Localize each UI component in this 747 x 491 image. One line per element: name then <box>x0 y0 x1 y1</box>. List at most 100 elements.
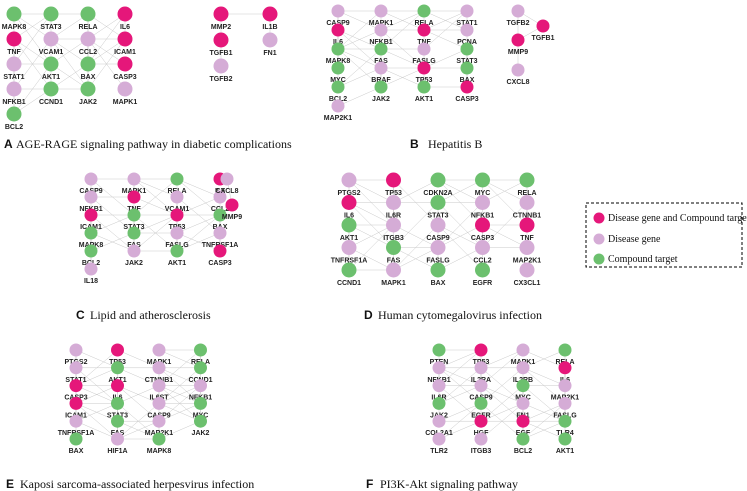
node-label: IL6 <box>333 39 343 46</box>
node-label: NFKB1 <box>369 39 392 46</box>
node-label: RELA <box>517 190 536 197</box>
legend-label-compound: Compound target <box>608 254 678 265</box>
panel-e-letter: E <box>6 477 14 491</box>
edge <box>380 67 425 88</box>
node-map2k1 <box>331 99 345 113</box>
edge <box>348 179 394 203</box>
node-label: STAT1 <box>456 20 477 27</box>
edge <box>75 420 118 440</box>
node-tnfrsf1a <box>69 414 83 428</box>
panel-a-title: AGE-RAGE signaling pathway in diabetic c… <box>16 137 292 151</box>
edge <box>480 385 524 422</box>
panel-d-caption: D Human cytomegalovirus infection <box>364 308 542 322</box>
panel-b-letter: B <box>410 137 419 151</box>
edge <box>437 247 483 271</box>
node-label: BAX <box>81 74 96 81</box>
node-map2k1 <box>519 240 535 255</box>
edge <box>438 385 482 422</box>
node-stat1 <box>460 4 474 18</box>
node-label: CASP3 <box>471 235 494 242</box>
edge <box>75 385 118 404</box>
node-fn1 <box>262 32 278 48</box>
node-pten <box>432 343 446 357</box>
node-stat3 <box>430 195 446 210</box>
node-label: RELA <box>78 24 97 31</box>
node-il6 <box>341 195 357 210</box>
edge <box>522 349 566 369</box>
edge <box>90 214 135 234</box>
edge <box>393 202 439 248</box>
node-label: CASP3 <box>455 96 478 103</box>
node-label: MMP9 <box>508 49 528 56</box>
node-icam1 <box>117 31 133 47</box>
edge <box>393 224 439 248</box>
node-mapk1 <box>386 262 401 278</box>
node-akt1 <box>417 80 431 94</box>
node-label: STAT3 <box>456 58 477 65</box>
node-label: VCAM1 <box>39 49 64 56</box>
edge <box>176 178 221 198</box>
node-label: BCL2 <box>5 124 23 131</box>
node-label: CCND1 <box>337 280 361 287</box>
node-myc <box>475 172 490 188</box>
node-label: FASLG <box>412 58 436 65</box>
node-label: BCL2 <box>514 448 532 455</box>
node-label: TGFB2 <box>210 76 233 83</box>
node-label: MMP9 <box>222 214 242 221</box>
node-casp3 <box>460 80 474 94</box>
panel-e-title: Kaposi sarcoma-associated herpesvirus in… <box>20 477 254 491</box>
edge <box>176 214 221 234</box>
node-bax <box>69 432 83 446</box>
node-stat1 <box>6 56 22 72</box>
edge <box>158 349 201 369</box>
edge <box>522 420 566 440</box>
node-label: FAS <box>387 258 401 265</box>
node-label: MYC <box>475 190 491 197</box>
edge <box>133 214 178 234</box>
node-nfkb1 <box>475 195 490 210</box>
node-label: BAX <box>431 280 446 287</box>
node-cxcl8 <box>220 172 234 186</box>
edge <box>337 10 382 50</box>
edge <box>522 385 566 422</box>
node-ptgs2 <box>341 172 357 188</box>
node-label: ITGB3 <box>383 235 404 242</box>
node-il6r <box>432 379 446 393</box>
node-rela <box>417 4 431 18</box>
panel-f-title: PI3K-Akt signaling pathway <box>380 477 518 491</box>
node-jak2 <box>80 81 96 97</box>
panel-f-letter: F <box>366 477 373 491</box>
node-mapk8 <box>331 42 345 56</box>
panel-a-caption: A AGE-RAGE signaling pathway in diabetic… <box>4 137 292 151</box>
node-fas <box>386 240 401 255</box>
node-rela <box>194 343 207 357</box>
edge <box>482 224 528 248</box>
node-mmp2 <box>213 6 229 22</box>
node-label: JAK2 <box>125 260 143 267</box>
node-label: CXCL8 <box>216 188 239 195</box>
node-label: ICAM1 <box>114 49 136 56</box>
node-mmp9 <box>511 33 525 47</box>
node-label: JAK2 <box>79 99 97 106</box>
node-akt1 <box>558 432 572 446</box>
edge <box>393 247 439 271</box>
node-cxcl8 <box>511 63 525 77</box>
node-bcl2 <box>6 106 22 122</box>
node-label: CASP3 <box>208 260 231 267</box>
legend-label-disease: Disease gene <box>608 234 661 245</box>
edge <box>480 367 524 404</box>
node-nfkb1 <box>194 379 207 393</box>
node-label: MAPK1 <box>113 99 138 106</box>
legend-swatch-compound <box>593 253 605 265</box>
node-cdkn2a <box>430 172 446 188</box>
edge <box>176 214 221 252</box>
edge <box>133 178 178 198</box>
node-label: NFKB1 <box>471 213 494 220</box>
node-label: AKT1 <box>42 74 60 81</box>
node-il6 <box>111 379 124 393</box>
node-faslg <box>558 396 572 410</box>
edge <box>133 178 178 216</box>
node-tp53 <box>111 343 124 357</box>
node-tgfb2 <box>511 4 525 18</box>
